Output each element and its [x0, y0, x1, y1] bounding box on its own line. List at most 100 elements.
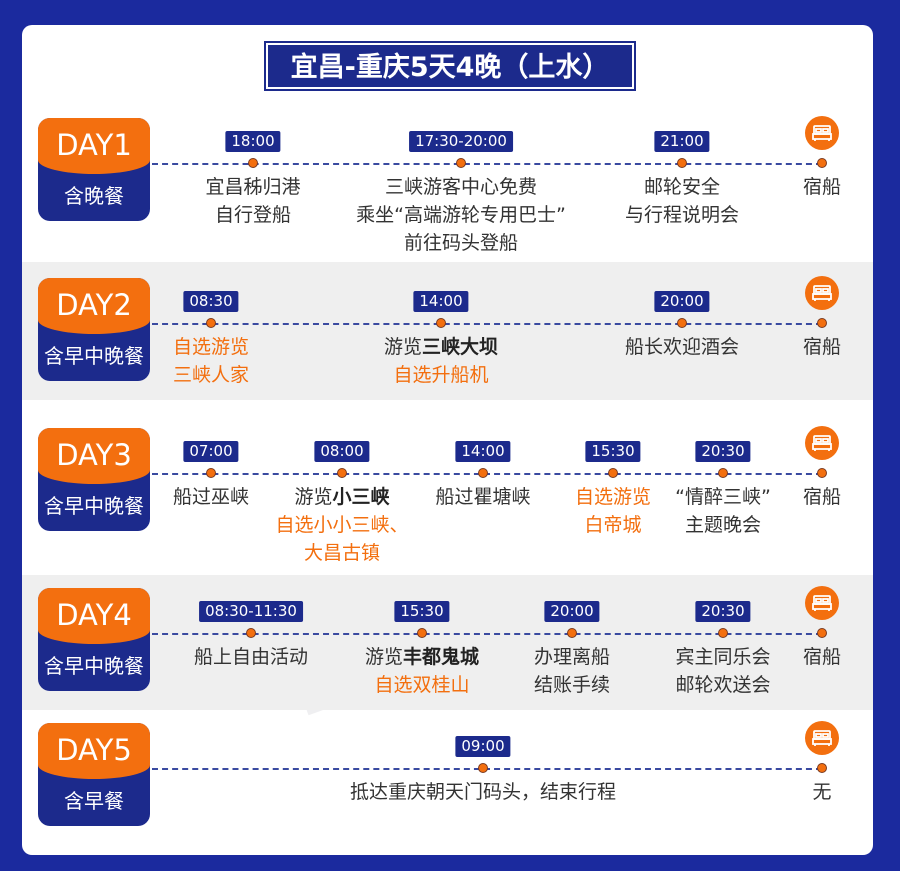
- event-text: “情醉三峡”: [675, 486, 771, 508]
- time-label: 14:00: [413, 291, 469, 312]
- event-text-line: 自选升船机: [384, 361, 498, 389]
- day-label: DAY3: [38, 428, 150, 484]
- time-label: 07:00: [183, 441, 239, 462]
- event-text-line: 自选小小三峡、: [275, 511, 408, 539]
- event-text: 船长欢迎酒会: [624, 336, 740, 358]
- day-badge: DAY1 含晚餐: [38, 118, 150, 221]
- event-text-line: 船过巫峡: [173, 483, 249, 511]
- event-text: 自选升船机: [393, 364, 489, 386]
- event-text: 小三峡: [332, 486, 390, 508]
- stay-label: 宿船: [802, 486, 842, 508]
- event-text: 与行程说明会: [624, 204, 740, 226]
- timeline-dot: [677, 318, 687, 328]
- timeline-dot: [817, 763, 827, 773]
- event-text-line: 船上自由活动: [194, 643, 308, 671]
- time-label: 14:00: [455, 441, 511, 462]
- event-text-line: 自选双桂山: [365, 671, 479, 699]
- meal-label: 含早中晚餐: [44, 654, 144, 678]
- event-text-line: 游览小三峡: [275, 483, 408, 511]
- time-label: 15:30: [394, 601, 450, 622]
- time-label: 15:30: [585, 441, 641, 462]
- time-label: 17:30-20:00: [409, 131, 513, 152]
- page-title: 宜昌-重庆5天4晚（上水）: [264, 41, 636, 91]
- day-row: DAY2 含早中晚餐 08:30 自选游览三峡人家 14:00 游览三峡大坝自选…: [22, 262, 873, 400]
- event-text: 前往码头登船: [403, 232, 518, 254]
- event-text: 三峡大坝: [422, 336, 499, 358]
- day-label: DAY4: [38, 588, 150, 644]
- bed-icon: [805, 426, 839, 460]
- event-text: 主题晚会: [684, 514, 761, 536]
- event-text-line: 办理离船: [534, 643, 610, 671]
- timeline-dot: [817, 468, 827, 478]
- timeline-line: [152, 633, 822, 635]
- event-text: 船过瞿塘峡: [435, 486, 531, 508]
- day-label: DAY2: [38, 278, 150, 334]
- event-text: 乘坐“高端游轮专用巴士”: [356, 204, 566, 226]
- event-description: 船过巫峡: [173, 483, 249, 511]
- event-text: 三峡人家: [172, 364, 250, 386]
- timeline-line: [152, 323, 822, 325]
- event-text: 船过巫峡: [172, 486, 250, 508]
- event-text-line: 船过瞿塘峡: [435, 483, 530, 511]
- bed-icon: [805, 721, 839, 755]
- event-description: 宾主同乐会邮轮欢送会: [675, 643, 770, 699]
- time-label: 18:00: [225, 131, 281, 152]
- event-text-line: 游览三峡大坝: [384, 333, 498, 361]
- event-text: 办理离船: [533, 646, 611, 668]
- event-text-line: 自选游览: [575, 483, 651, 511]
- event-description: 自选游览三峡人家: [173, 333, 249, 389]
- timeline-dot: [817, 318, 827, 328]
- event-description: 三峡游客中心免费乘坐“高端游轮专用巴士” 前往码头登船: [356, 173, 566, 257]
- timeline-dot: [436, 318, 446, 328]
- event-text-line: 抵达重庆朝天门码头，结束行程: [350, 778, 616, 806]
- day-row: DAY4 含早中晚餐 08:30-11:30 船上自由活动 15:30 游览丰都…: [22, 575, 873, 710]
- event-description: 抵达重庆朝天门码头，结束行程: [350, 778, 616, 806]
- event-text: 三峡游客中心免费: [384, 176, 537, 198]
- timeline-dot: [817, 158, 827, 168]
- time-label: 08:00: [314, 441, 370, 462]
- time-label: 09:00: [455, 736, 511, 757]
- bed-icon: [805, 586, 839, 620]
- time-label: 20:30: [695, 441, 751, 462]
- event-text: 船上自由活动: [193, 646, 309, 668]
- stay-label: 宿船: [802, 336, 842, 358]
- event-text-line: 游览丰都鬼城: [365, 643, 479, 671]
- event-text: 自选游览: [574, 486, 652, 508]
- timeline-dot: [817, 628, 827, 638]
- event-text-line: 大昌古镇: [275, 539, 408, 567]
- timeline-dot: [608, 468, 618, 478]
- time-label: 20:00: [544, 601, 600, 622]
- event-text: 游览: [383, 336, 422, 358]
- timeline-dot: [248, 158, 258, 168]
- stay-label: 无: [812, 781, 832, 803]
- event-text-line: 邮轮欢送会: [675, 671, 770, 699]
- timeline-dot: [456, 158, 466, 168]
- time-label: 08:30-11:30: [199, 601, 303, 622]
- event-text: 自选游览: [172, 336, 250, 358]
- event-text: 游览: [294, 486, 333, 508]
- day-badge: DAY2 含早中晚餐: [38, 278, 150, 381]
- day-row: DAY1 含晚餐 18:00 宜昌秭归港自行登船 17:30-20:00 三峡游…: [22, 110, 873, 260]
- time-label: 20:00: [654, 291, 710, 312]
- timeline-dot: [417, 628, 427, 638]
- timeline-line: [152, 163, 822, 165]
- day-badge: DAY3 含早中晚餐: [38, 428, 150, 531]
- time-label: 08:30: [183, 291, 239, 312]
- time-label: 20:30: [695, 601, 751, 622]
- event-text-line: 结账手续: [534, 671, 610, 699]
- event-description: 船上自由活动: [194, 643, 308, 671]
- timeline-dot: [718, 468, 728, 478]
- day-row: DAY5 含早餐 09:00 抵达重庆朝天门码头，结束行程 无: [22, 710, 873, 845]
- event-description: 游览丰都鬼城自选双桂山: [365, 643, 479, 699]
- day-label: DAY1: [38, 118, 150, 174]
- event-text: 大昌古镇: [303, 542, 381, 564]
- event-text-line: 自行登船: [205, 201, 300, 229]
- meal-label: 含早中晚餐: [44, 494, 144, 518]
- event-description: 办理离船结账手续: [534, 643, 610, 699]
- event-text-line: 邮轮安全: [625, 173, 739, 201]
- event-description: 船长欢迎酒会: [625, 333, 739, 361]
- timeline-dot: [718, 628, 728, 638]
- timeline-dot: [337, 468, 347, 478]
- event-text-line: 三峡游客中心免费: [356, 173, 566, 201]
- time-label: 21:00: [654, 131, 710, 152]
